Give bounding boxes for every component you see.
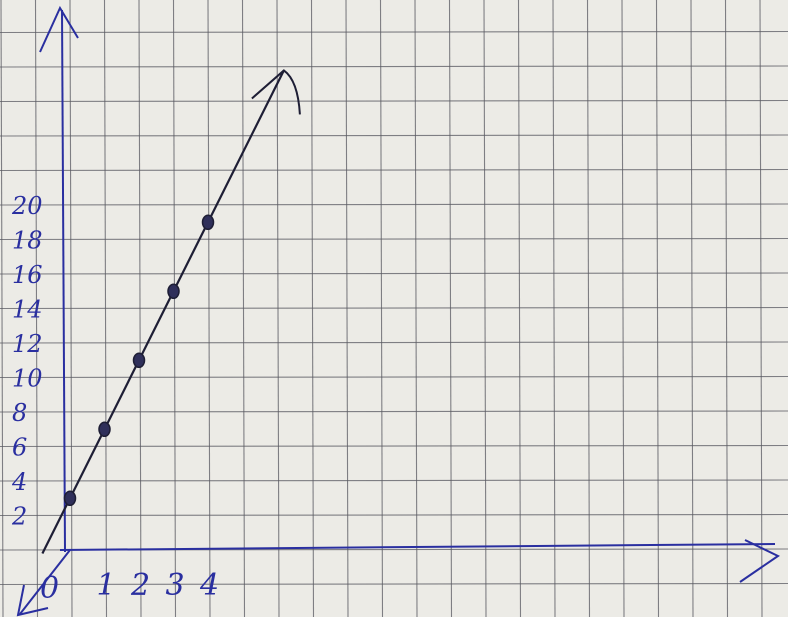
plot-area bbox=[41, 69, 301, 554]
origin-extension-line bbox=[19, 549, 71, 615]
data-point-1 bbox=[98, 421, 111, 438]
grid-line-vertical-16 bbox=[552, 0, 556, 617]
y-tick-label-16: 16 bbox=[12, 261, 43, 289]
y-tick-label-6: 6 bbox=[12, 434, 27, 462]
series-line bbox=[41, 69, 285, 554]
y-tick-label-10: 10 bbox=[12, 365, 43, 393]
y-tick-label-20: 20 bbox=[11, 192, 43, 220]
x-tick-label-4: 4 bbox=[199, 568, 219, 603]
y-axis-line bbox=[61, 9, 66, 553]
y-axis-arrowhead bbox=[39, 5, 79, 53]
grid-line-horizontal-11 bbox=[0, 237, 788, 241]
y-tick-label-4: 4 bbox=[11, 468, 27, 496]
series-line-arrowhead bbox=[251, 69, 301, 115]
y-tick-label-8: 8 bbox=[12, 399, 27, 427]
x-tick-label-3: 3 bbox=[166, 568, 185, 603]
y-tick-label-2: 2 bbox=[11, 503, 27, 531]
grid-line-horizontal-4 bbox=[0, 479, 788, 482]
grid-line-horizontal-6 bbox=[0, 410, 788, 413]
grid-line-horizontal-16 bbox=[0, 65, 788, 68]
x-axis-line bbox=[59, 543, 776, 551]
x-tick-label-1: 1 bbox=[97, 568, 116, 603]
grid-line-horizontal-13 bbox=[0, 168, 788, 172]
axes bbox=[16, 5, 780, 617]
y-tick-label-14: 14 bbox=[12, 296, 43, 324]
grid-line-horizontal-14 bbox=[0, 134, 788, 137]
grid-line-vertical-14 bbox=[483, 0, 487, 617]
y-tick-label-18: 18 bbox=[12, 227, 43, 255]
grid-line-horizontal-8 bbox=[0, 341, 788, 344]
data-point-3 bbox=[167, 283, 180, 300]
grid-line-horizontal-10 bbox=[0, 272, 788, 275]
grid-line-horizontal-3 bbox=[0, 513, 788, 517]
grid-line-horizontal-15 bbox=[0, 99, 788, 103]
origin-extension-arrow bbox=[16, 584, 49, 617]
x-tick-label-2: 2 bbox=[130, 568, 150, 603]
grid-line-vertical-17 bbox=[586, 0, 591, 617]
grid-line-horizontal-9 bbox=[0, 306, 788, 310]
data-point-0 bbox=[63, 490, 77, 507]
grid-line-horizontal-5 bbox=[0, 444, 788, 448]
data-point-4 bbox=[201, 214, 215, 231]
grid-line-vertical-15 bbox=[517, 0, 522, 617]
grid-line-horizontal-12 bbox=[0, 203, 788, 206]
origin-label: 0 bbox=[40, 571, 59, 606]
data-point-2 bbox=[132, 352, 146, 369]
x-axis-arrowhead bbox=[739, 539, 780, 583]
grid-line-vertical-13 bbox=[448, 0, 453, 617]
y-tick-label-12: 12 bbox=[12, 330, 43, 358]
grid-line-horizontal-1 bbox=[0, 582, 788, 586]
grid-line-horizontal-17 bbox=[0, 30, 788, 34]
